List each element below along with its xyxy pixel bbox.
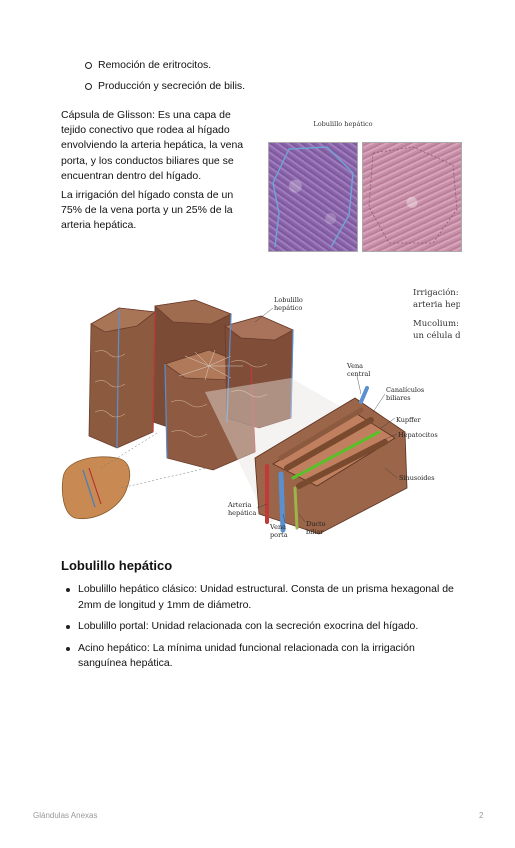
list-item: Lobulillo hepático clásico: Unidad estru…	[61, 582, 461, 613]
list-item: Lobulillo portal: Unidad relacionada con…	[61, 619, 461, 635]
label-lobulillo: Lobulillo hepático	[274, 296, 303, 312]
section-heading: Lobulillo hepático	[61, 558, 173, 573]
label-hepatocitos: Hepatocitos	[398, 431, 438, 439]
list-item: Remoción de eritrocitos.	[84, 58, 245, 72]
lobule-outline-left	[272, 146, 354, 248]
side-text-line4: un célula d	[413, 331, 460, 341]
label-sinusoides: Sinusoides	[399, 474, 435, 482]
label-vena-porta: Vena porta	[270, 523, 288, 539]
label-arteria: Arteria hepática	[228, 501, 257, 517]
label-canaliculos: Canalículos biliares	[386, 386, 425, 402]
label-kupffer: Kupffer	[396, 416, 421, 424]
side-text-line2: arteria hep	[413, 300, 460, 310]
liver-lobule-illustration: Lobulillo hepático Vena central Canalícu…	[55, 282, 460, 544]
side-text-line3: Mucolium:	[413, 319, 459, 329]
footer-title: Glándulas Anexas	[33, 811, 98, 820]
micrograph-title: Lobulillo hepático	[313, 120, 373, 128]
micrograph-panel-right	[362, 142, 462, 252]
list-item: Producción y secreción de bilis.	[84, 79, 245, 93]
lobule-outline-right	[368, 146, 458, 244]
label-ducto: Ducto biliar	[306, 520, 326, 536]
lobule-types-list: Lobulillo hepático clásico: Unidad estru…	[61, 582, 461, 678]
functions-sublist: Remoción de eritrocitos. Producción y se…	[84, 58, 245, 100]
side-text-line1: Irrigación:	[413, 288, 459, 298]
page-number: 2	[479, 811, 484, 820]
glisson-paragraph: Cápsula de Glisson: Es una capa de tejid…	[61, 109, 244, 182]
list-item: Acino hepático: La mínima unidad funcion…	[61, 641, 461, 672]
lobule-micrograph: Lobulillo hepático	[268, 118, 462, 253]
irrigation-paragraph: La irrigación del hígado consta de un 75…	[61, 189, 234, 232]
lobule-drawing	[61, 299, 408, 535]
label-vena-central: Vena central	[347, 362, 371, 378]
micrograph-panel-left	[268, 142, 358, 252]
